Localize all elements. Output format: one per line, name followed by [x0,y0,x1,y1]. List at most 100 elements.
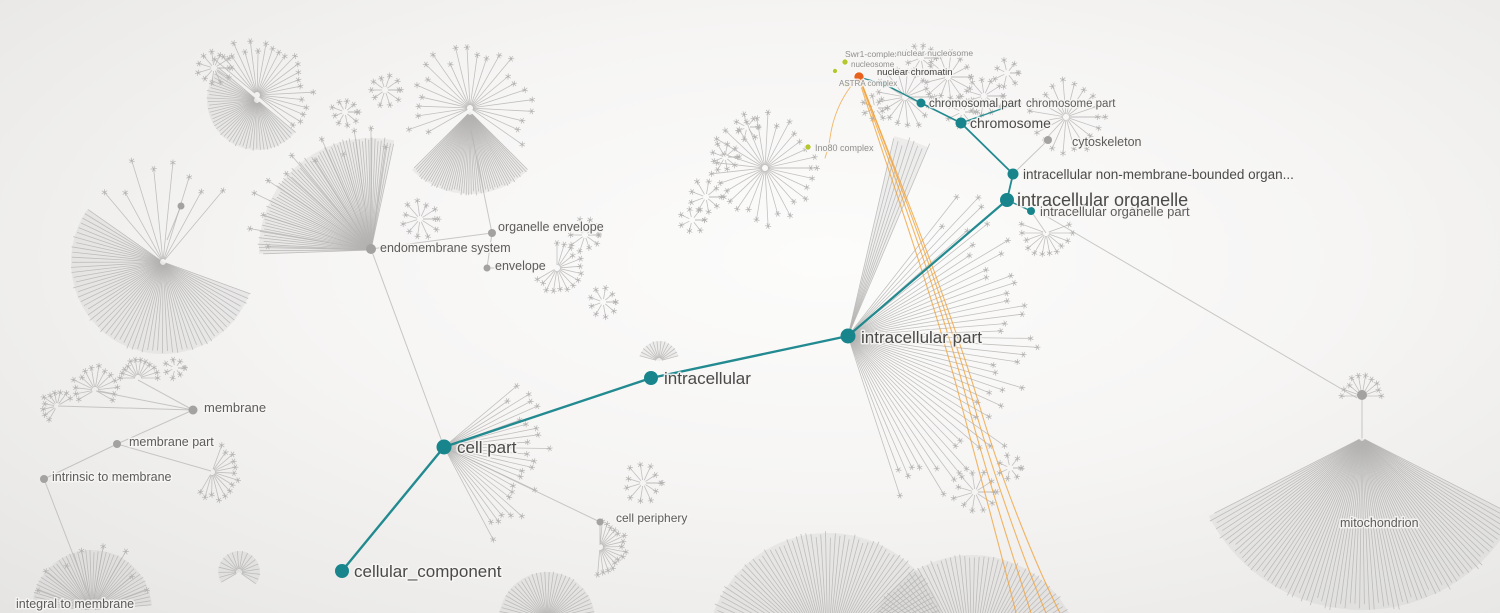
leaf-node-icon [40,406,47,413]
leaf-node-icon [994,65,1001,72]
leaf-node-icon [1373,380,1380,387]
highlighted-graph-node[interactable] [1000,193,1014,207]
orange-edges-layer [824,79,1061,613]
graph-node[interactable] [596,518,604,526]
graph-node-label[interactable]: mitochondrion [1339,515,1421,532]
selected-term-node[interactable] [853,71,865,83]
complex-term-label[interactable]: Ino80 complex [814,142,876,155]
graph-node-label[interactable]: cell part [456,437,519,459]
leaf-node-icon [652,471,659,479]
highlight-path-edge [340,445,446,573]
graph-node-label[interactable]: chromosome [969,114,1053,133]
leaf-node-icon [1087,132,1094,140]
highlighted-graph-node[interactable] [840,328,856,344]
highlighted-graph-node[interactable] [644,371,658,385]
leaf-node-icon [70,376,77,383]
highlighted-graph-node[interactable] [955,117,967,129]
leaf-node-icon [603,520,611,528]
graph-node[interactable] [40,475,48,483]
graph-node-label[interactable]: intracellular [663,368,753,390]
highlighted-graph-node[interactable] [916,98,926,108]
enriched-term-node[interactable] [832,68,838,74]
enriched-term-node[interactable] [804,143,812,151]
complex-term-label[interactable]: nuclear chromatin [876,66,955,80]
leaf-node-icon [701,216,708,224]
graph-node[interactable] [188,405,198,415]
leaf-node-icon [371,94,378,101]
complex-term-label[interactable]: Swr1-complex [844,48,902,61]
leaf-node-icon [67,395,74,402]
leaf-node-icon [1000,83,1007,90]
leaf-node-icon [861,109,868,117]
leaf-node-icon [1102,113,1109,121]
leaf-node-icon [295,76,302,84]
enriched-term-node[interactable] [843,82,849,88]
graph-node-label[interactable]: endomembrane system [379,240,513,257]
graph-edge [486,232,493,269]
graph-node-label[interactable]: intracellular part [860,327,984,349]
graph-node[interactable] [488,229,496,237]
graph-node-label[interactable]: envelope [494,258,548,275]
highlighted-graph-node[interactable] [335,564,349,578]
leaf-node-icon [247,38,254,45]
fan-cluster [162,356,188,382]
complex-term-label[interactable]: ASTRA complex [838,78,899,90]
complex-term-label[interactable]: nuclear nucleosome [896,47,975,60]
leaf-node-icon [896,492,904,499]
fan-cluster [197,442,242,504]
leaf-node-icon [264,177,272,184]
leaf-node-icon [695,206,702,214]
graph-node-label[interactable]: integral to membrane [15,596,136,613]
graph-node-label[interactable]: chromosomal part [928,97,1024,112]
leaf-node-icon [989,500,996,507]
leaf-node-icon [1338,392,1345,400]
leaf-node-icon [553,240,561,247]
leaf-node-icon [1348,374,1355,382]
leaf-node-icon [923,68,930,75]
graph-node-label[interactable]: intracellular organelle [1016,189,1190,212]
graph-node[interactable] [366,244,376,254]
leaf-node-icon [705,178,712,185]
graph-node-label[interactable]: membrane [203,399,268,417]
leaf-node-icon [1090,92,1096,100]
graph-node-label[interactable]: cell periphery [615,510,689,527]
enriched-term-node[interactable] [841,58,849,66]
graph-node[interactable] [113,440,121,448]
leaf-node-icon [764,109,772,116]
graph-node-label[interactable]: cytoskeleton [1071,134,1144,151]
leaf-node-icon [46,416,53,423]
leaf-node-icon [950,495,957,502]
graph-node-label[interactable]: organelle envelope [497,219,606,236]
highlighted-graph-node[interactable] [880,80,888,88]
highlighted-graph-node[interactable] [436,439,452,455]
highlighted-graph-node[interactable] [1027,207,1035,215]
graph-node[interactable] [483,264,491,272]
highlight-path-edge [846,198,1009,338]
leaf-node-icon [733,118,740,126]
leaf-node-icon [507,55,515,62]
graph-node-label[interactable]: intracellular organelle part [1039,203,1192,221]
leaf-node-icon [351,127,358,134]
leaf-node-icon [78,374,85,381]
leaf-node-icon [997,327,1004,335]
leaf-node-icon [415,103,422,110]
leaf-node-icon [1049,83,1056,90]
leaf-node-icon [609,291,616,298]
graph-node-label[interactable]: intracellular non-membrane-bounded organ… [1022,166,1296,184]
leaf-node-icon [1014,70,1021,76]
graph-node-label[interactable]: intrinsic to membrane [51,469,174,486]
graph-node-label[interactable]: chromosome part [1025,97,1118,112]
fan-cluster [623,461,666,505]
complex-term-label[interactable]: nucleosome [850,59,897,71]
graph-node[interactable] [1357,390,1367,400]
graph-node[interactable] [1044,136,1052,144]
graph-node-label[interactable]: membrane part [128,434,216,451]
graph-node[interactable] [1014,99,1022,107]
highlighted-graph-node[interactable] [1007,168,1019,180]
graph-node[interactable] [177,202,185,210]
leaf-node-icon [1033,98,1041,105]
graph-node-label[interactable]: cellular_component [353,561,504,583]
leaf-node-icon [937,52,944,60]
